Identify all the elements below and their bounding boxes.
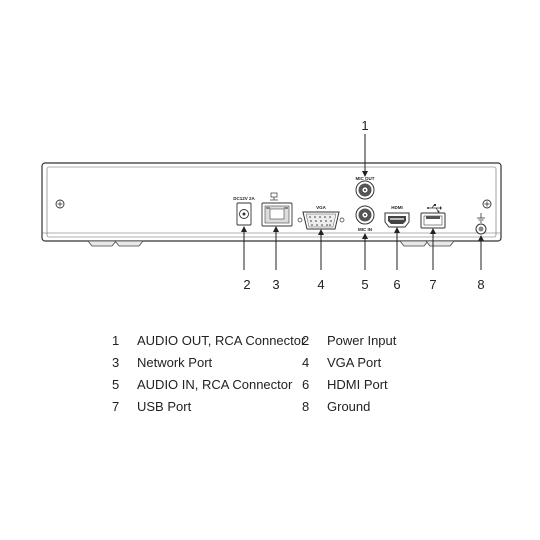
legend-label: Ground — [327, 399, 371, 414]
vga-port: VGA — [297, 205, 345, 230]
legend-label: VGA Port — [327, 355, 382, 370]
hdmi-port-label: HDMI — [391, 205, 403, 210]
legend-number: 4 — [302, 355, 310, 370]
callout-3: 3 — [272, 277, 279, 292]
ground-terminal — [475, 213, 487, 235]
legend-number: 1 — [112, 333, 120, 348]
network-port — [261, 192, 293, 227]
callout-5: 5 — [361, 277, 368, 292]
legend-label: AUDIO IN, RCA Connector — [137, 377, 293, 392]
callout-1: 1 — [361, 118, 368, 133]
legend-row: 5 AUDIO IN, RCA Connector 6 HDMI Port — [112, 377, 412, 399]
callout-8: 8 — [477, 277, 484, 292]
legend-label: AUDIO OUT, RCA Connector — [137, 333, 306, 348]
rubber-feet — [87, 240, 455, 247]
mic-out-label: MIC OUT — [356, 176, 375, 181]
rear-panel-diagram: DC12V 2A VGA MIC OUT — [41, 118, 502, 292]
mic-in-label: MIC IN — [358, 227, 372, 232]
callout-4: 4 — [317, 277, 324, 292]
power-input-port: DC12V 2A — [233, 196, 256, 226]
screw-right-icon — [482, 199, 492, 209]
legend-number: 3 — [112, 355, 120, 370]
ground-icon — [477, 213, 485, 223]
legend-label: HDMI Port — [327, 377, 388, 392]
legend-row: 1 AUDIO OUT, RCA Connector 2 Power Input — [112, 333, 412, 355]
audio-in-rca-port: MIC IN — [355, 205, 375, 232]
usb-icon — [427, 204, 442, 213]
vga-port-label: VGA — [316, 205, 327, 210]
callout-6: 6 — [393, 277, 400, 292]
audio-out-rca-port: MIC OUT — [355, 176, 375, 200]
legend-number: 8 — [302, 399, 310, 414]
legend: 1 AUDIO OUT, RCA Connector 2 Power Input… — [112, 333, 412, 421]
callout-lines — [241, 134, 484, 270]
legend-row: 3 Network Port 4 VGA Port — [112, 355, 412, 377]
hdmi-port: HDMI — [384, 205, 410, 228]
legend-row: 7 USB Port 8 Ground — [112, 399, 412, 421]
legend-number: 6 — [302, 377, 310, 392]
legend-number: 5 — [112, 377, 120, 392]
network-icon — [270, 192, 278, 201]
callout-2: 2 — [243, 277, 250, 292]
screw-left-icon — [55, 199, 65, 209]
legend-number: 2 — [302, 333, 310, 348]
callout-7: 7 — [429, 277, 436, 292]
legend-label: Network Port — [137, 355, 213, 370]
legend-number: 7 — [112, 399, 120, 414]
power-port-label: DC12V 2A — [233, 196, 255, 201]
legend-label: Power Input — [327, 333, 397, 348]
usb-port — [420, 204, 446, 229]
legend-label: USB Port — [137, 399, 192, 414]
device-chassis — [41, 162, 502, 242]
